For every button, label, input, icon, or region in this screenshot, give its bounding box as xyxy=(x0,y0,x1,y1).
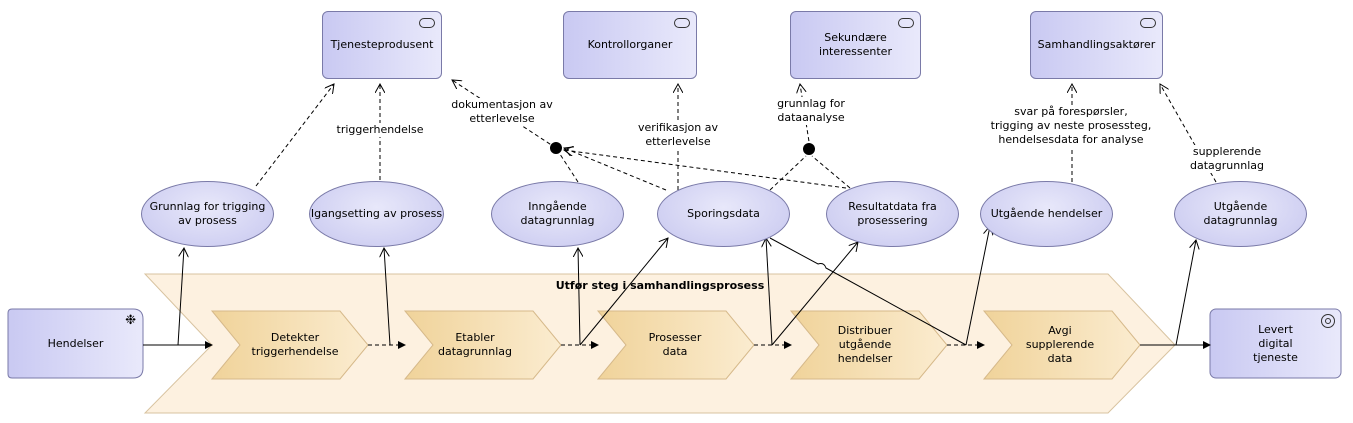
edge-inngaaende-junction xyxy=(555,147,579,183)
object-label: Sporingsdata xyxy=(687,207,760,220)
edge-label-supplerende: supplerende datagrunnlag xyxy=(1184,145,1270,173)
edge-resultat-junction2 xyxy=(811,155,851,189)
step-shape-etabler xyxy=(403,310,562,380)
object-label: Resultatdata fra prosessering xyxy=(848,200,937,227)
junction-dot-2 xyxy=(803,143,815,155)
step-distribuer[interactable]: Distribuer utgående hendelser xyxy=(837,324,893,365)
edge-hendelser-grunnlag xyxy=(177,248,184,346)
edge-label-triggerhendelse: triggerhendelse xyxy=(330,123,430,137)
edge-sporingsdata-avgi xyxy=(769,237,967,346)
edge-label-dokumentasjon: dokumentasjon av etterlevelse xyxy=(446,98,558,126)
edge-etabler-inngaaende xyxy=(578,248,580,346)
event-label: Hendelser xyxy=(47,336,104,350)
role-label: Sekundære interessenter xyxy=(819,31,892,58)
process-group-title: Utfør steg i samhandlingsprosess xyxy=(555,279,765,292)
role-icon xyxy=(674,18,690,28)
edge-avgi-utgaaende-datagrunnlag xyxy=(1175,240,1196,346)
role-icon xyxy=(898,18,914,28)
edge-label-svar: svar på forespørsler, trigging av neste … xyxy=(980,105,1162,147)
role-icon xyxy=(419,18,435,28)
object-label: Utgående hendelser xyxy=(990,207,1103,220)
step-shape-prosesser xyxy=(596,310,755,380)
object-label: Igangsetting av prosess xyxy=(310,207,443,220)
object-utgaaende-hendelser[interactable]: Utgående hendelser xyxy=(980,181,1113,247)
object-inngaaende-datagrunnlag[interactable]: Inngående datagrunnlag xyxy=(491,181,624,247)
step-shape-distribuer xyxy=(789,310,948,380)
object-utgaaende-datagrunnlag[interactable]: Utgående datagrunnlag xyxy=(1174,181,1307,247)
event-icon: ❉ xyxy=(125,313,136,328)
edge-prosesser-resultat xyxy=(771,242,858,346)
edge-label-grunnlag-dataanalyse: grunnlag for dataanalyse xyxy=(766,97,856,125)
role-label: Tjenesteprodusent xyxy=(330,38,434,51)
step-detekter[interactable]: Detekter triggerhendelse xyxy=(251,331,339,358)
step-shape-avgi xyxy=(982,310,1141,380)
edge-label-verifikasjon: verifikasjon av etterlevelse xyxy=(626,121,730,149)
role-label: Kontrollorganer xyxy=(587,38,673,51)
edge-distribuer-utgaaende xyxy=(965,226,990,346)
edge-sporing-junction1 xyxy=(564,148,667,191)
object-sporingsdata[interactable]: Sporingsdata xyxy=(657,181,790,247)
object-label: Utgående datagrunnlag xyxy=(1203,200,1278,227)
step-prosesser[interactable]: Prosesser data xyxy=(648,331,702,358)
edge-utgdata-samhandling xyxy=(1160,84,1217,183)
outcome-levert[interactable]: Levert digital tjeneste xyxy=(1210,309,1341,378)
role-samhandlingsaktorer[interactable]: Samhandlingsaktører xyxy=(1030,11,1163,79)
role-kontrollorganer[interactable]: Kontrollorganer xyxy=(563,11,697,79)
outcome-label: Levert digital tjeneste xyxy=(1253,322,1298,364)
step-shape-detekter xyxy=(210,310,369,380)
edge-prosesser-sporingsdata xyxy=(766,238,773,346)
role-icon xyxy=(1140,18,1156,28)
role-label: Samhandlingsaktører xyxy=(1037,38,1156,51)
step-etabler[interactable]: Etabler datagrunnlag xyxy=(438,331,512,358)
step-avgi[interactable]: Avgi supplerende data xyxy=(1025,324,1095,365)
outcome-target-icon xyxy=(1321,314,1335,328)
edge-etabler-sporingsdata xyxy=(579,238,668,346)
edge-grunnlag-tjenesteprodusent xyxy=(255,84,334,187)
object-resultatdata[interactable]: Resultatdata fra prosessering xyxy=(826,181,959,247)
event-hendelser[interactable]: Hendelser ❉ xyxy=(8,309,143,378)
junction-dot-1 xyxy=(550,142,562,154)
edge-sporing-junction2 xyxy=(769,155,807,191)
edge-resultat-junction1 xyxy=(564,150,847,189)
role-sekundaere-interessenter[interactable]: Sekundære interessenter xyxy=(790,11,921,79)
object-grunnlag-trigging[interactable]: Grunnlag for trigging av prosess xyxy=(141,181,274,247)
object-label: Inngående datagrunnlag xyxy=(520,200,595,227)
role-tjenesteprodusent[interactable]: Tjenesteprodusent xyxy=(322,11,442,79)
object-igangsetting[interactable]: Igangsetting av prosess xyxy=(309,181,444,247)
edge-detekter-igangsetting xyxy=(384,248,391,346)
edge-junction2-sekundaere xyxy=(800,84,811,149)
event-shape xyxy=(7,308,144,379)
object-label: Grunnlag for trigging av prosess xyxy=(149,200,266,227)
